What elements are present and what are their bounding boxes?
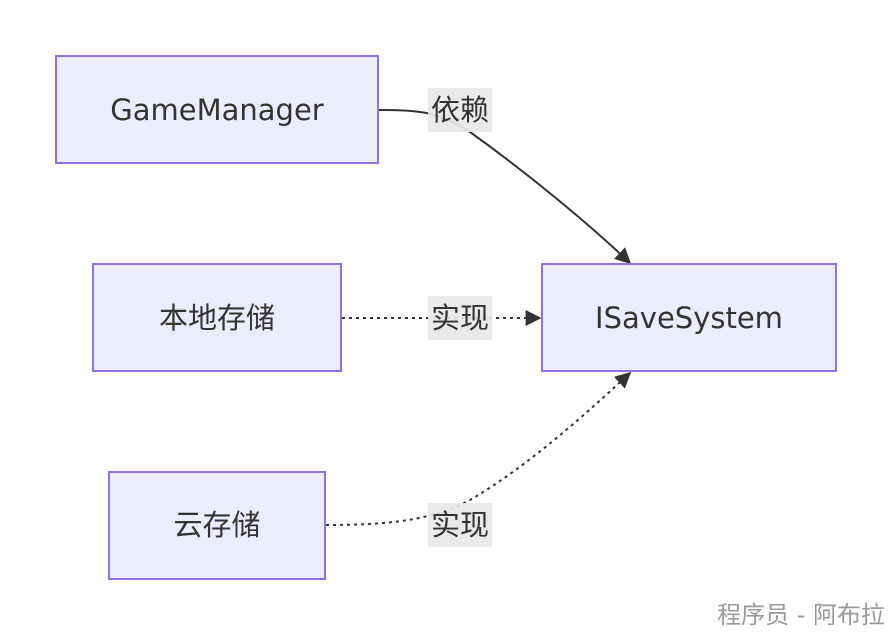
node-cloud-storage: 云存储	[108, 471, 326, 580]
edge-label-implements-local: 实现	[428, 296, 492, 340]
node-local-storage: 本地存储	[92, 263, 342, 372]
node-gamemanager-label: GameManager	[110, 93, 324, 127]
edge-gamemanager-to-isavesystem	[378, 109, 632, 265]
node-isavesystem-label: ISaveSystem	[595, 301, 783, 335]
edge-label-implements-local-text: 实现	[431, 301, 489, 335]
edge-label-depends-text: 依赖	[431, 93, 489, 127]
edge-label-depends: 依赖	[428, 88, 492, 132]
edge-label-implements-cloud-text: 实现	[431, 508, 489, 542]
edge-cloud-to-isavesystem	[325, 371, 632, 526]
node-isavesystem: ISaveSystem	[541, 263, 837, 372]
node-cloud-storage-label: 云存储	[173, 508, 260, 542]
edge-label-implements-cloud: 实现	[428, 503, 492, 547]
watermark-text: 程序员 - 阿布拉	[717, 601, 885, 629]
node-local-storage-label: 本地存储	[159, 301, 275, 335]
node-gamemanager: GameManager	[55, 55, 379, 164]
